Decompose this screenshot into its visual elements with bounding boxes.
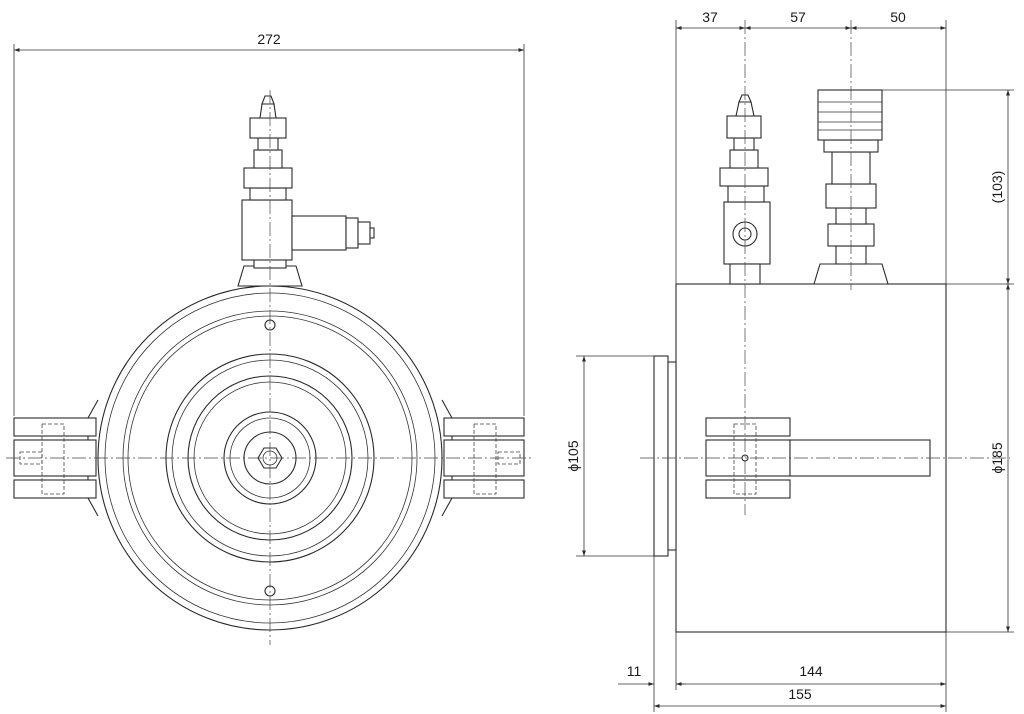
- dim-flange-thickness: 11: [627, 663, 642, 679]
- side-piston: [653, 355, 669, 557]
- side-view: 37 57 50 (103) ϕ185 ϕ105 11 144 155: [565, 9, 1014, 712]
- side-left-fitting: [719, 94, 771, 285]
- side-right-coupler: [813, 89, 889, 285]
- dim-body-diameter: ϕ185: [989, 442, 1005, 473]
- dim-piston-diameter: ϕ105: [565, 440, 581, 471]
- front-view: 272: [6, 31, 534, 645]
- dim-side-height-ref: (103): [989, 171, 1005, 204]
- side-piston-ring: [667, 361, 677, 551]
- dim-overall-length: 155: [788, 686, 812, 702]
- dim-body-length: 144: [799, 663, 823, 679]
- front-top-fitting: [237, 95, 375, 287]
- dim-side-top-c: 50: [890, 9, 906, 25]
- dim-side-top-b: 57: [790, 9, 806, 25]
- dim-side-top-a: 37: [702, 9, 718, 25]
- dim-front-width: 272: [257, 31, 281, 47]
